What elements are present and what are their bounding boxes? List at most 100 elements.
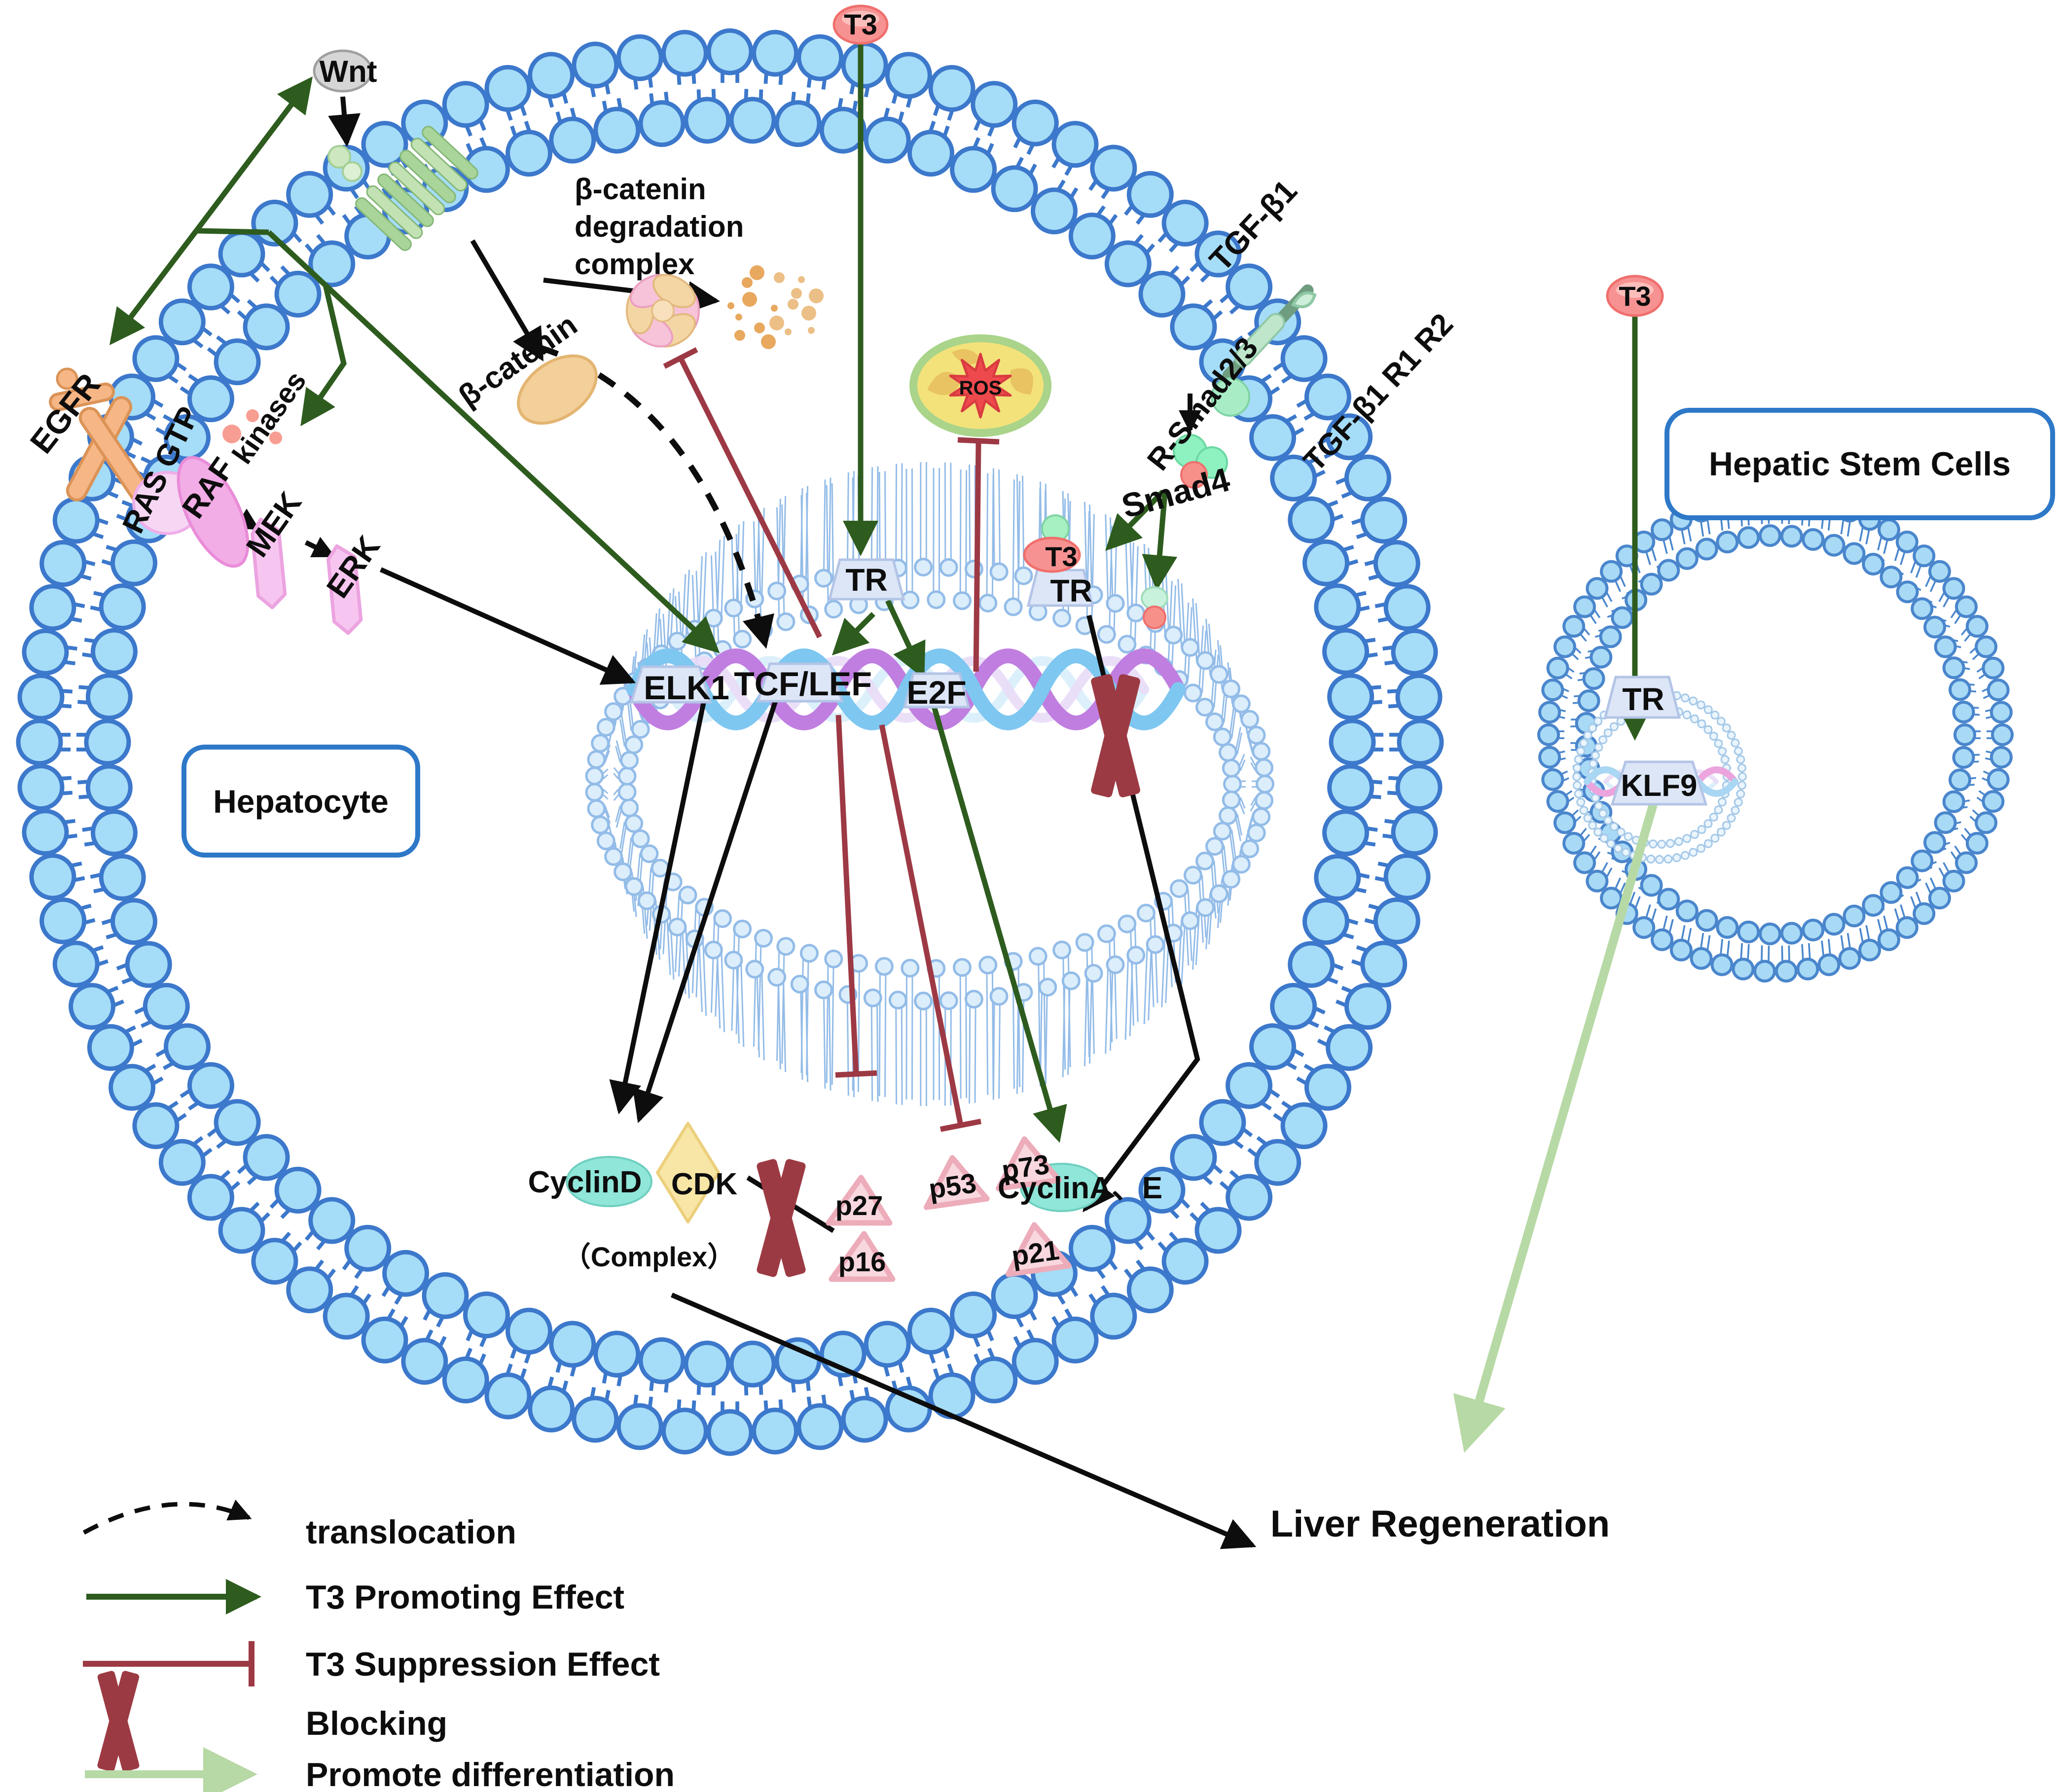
tbar-degradation	[663, 347, 698, 369]
ros-burst-icon	[949, 353, 1012, 419]
p21-label: p21	[1010, 1234, 1061, 1272]
cyclinae-label: CyclinA、E	[998, 1171, 1162, 1205]
t3-nuclear-label: T3	[1045, 541, 1077, 572]
tr-top-label: TR	[845, 562, 887, 598]
tf-trapezoids	[629, 558, 1708, 806]
arrow-to-egfr	[109, 229, 199, 345]
beta-catenin-icon	[517, 354, 598, 425]
elk1-label: ELK1	[644, 669, 729, 707]
t3-top-label: T3	[844, 9, 877, 41]
phosphate-dot	[269, 431, 282, 444]
stem-cells-box	[1664, 408, 2055, 520]
smad4-label: Smad4	[1118, 461, 1234, 525]
p21-triangle	[1005, 1222, 1072, 1277]
arrow-to-cyclin-ae	[928, 695, 1067, 1143]
cdk-inhibitor-triangles	[826, 1136, 1072, 1282]
elk1-trapezoid	[629, 665, 712, 704]
t3-ellipse-nuclear	[1023, 537, 1081, 573]
wnt-ligand-dot	[327, 145, 351, 169]
cdk-label: CDK	[671, 1167, 738, 1201]
legend	[82, 1500, 261, 1792]
p27-label: p27	[835, 1190, 883, 1221]
arrow-wnt-to-receptor	[328, 96, 361, 147]
arrow-complex-to-liver	[671, 1292, 1257, 1549]
arrow-smad4-to-membrane	[1142, 493, 1178, 591]
phosphate-dot	[222, 425, 241, 443]
tr-nuclear-label: TR	[1050, 573, 1092, 609]
erk-protein-icon	[326, 544, 363, 635]
cyclind-icon	[566, 1156, 652, 1207]
tbar-ros	[957, 437, 1000, 445]
tbar-p53	[940, 1118, 982, 1132]
hepatocyte-nuclear-membrane	[585, 462, 1274, 1106]
suppress-ros	[973, 441, 981, 672]
suppress-degradation-complex	[678, 357, 822, 639]
wnt-label: Wnt	[319, 55, 377, 89]
degradation-title-3: complex	[575, 248, 694, 281]
t3-stem-highlight	[1616, 282, 1654, 298]
tcf-lef-trapezoid	[756, 662, 844, 703]
arrow-receptor-to-bcatenin	[470, 239, 544, 361]
stem-cells-label: Hepatic Stem Cells	[1709, 445, 2011, 483]
p73-label: p73	[1000, 1148, 1051, 1186]
smad-docked-icon	[1141, 586, 1168, 629]
smad4-complex-icon	[1173, 434, 1228, 489]
p73-triangle	[995, 1136, 1062, 1191]
legend-x	[97, 1671, 140, 1772]
tgfb1-label: TGF-β1	[1202, 173, 1303, 278]
arrow-promote-differentiation	[1453, 803, 1658, 1453]
klf9-label: KLF9	[1621, 769, 1698, 803]
p27-triangle	[826, 1175, 893, 1226]
t3-stem-label: T3	[1619, 281, 1651, 312]
arrow-to-tcf-lef	[267, 230, 720, 653]
legend-label-suppression: T3 Suppression Effect	[306, 1646, 660, 1683]
t3-promoting-arrows	[109, 43, 1653, 1143]
cdk-diamond	[656, 1122, 720, 1223]
arrow-mek-to-erk	[304, 537, 336, 558]
hepatocyte-box	[181, 745, 420, 858]
tcf-lef-label: TCF/LEF	[734, 665, 872, 703]
legend-label-translocation: translocation	[306, 1513, 516, 1551]
e2f-label: E2F	[906, 674, 966, 711]
degradation-title-2: degradation	[575, 210, 744, 243]
blocking-marks	[757, 674, 1140, 1277]
e2f-trapezoid	[903, 672, 971, 709]
mek-protein-icon	[251, 517, 287, 609]
p53-triangle	[923, 1155, 990, 1210]
legend-label-differentiation: Promote differentiation	[306, 1756, 675, 1792]
tbar-p27	[835, 1070, 877, 1078]
t3-suppression-lines	[663, 347, 1000, 1132]
ros-label: ROS	[959, 377, 1002, 399]
degradation-complex-icon	[626, 274, 700, 348]
arrow-tr-to-dna	[832, 612, 875, 656]
tgf-receptor-icon	[1211, 284, 1317, 417]
p16-triangle	[829, 1231, 896, 1282]
ligands	[313, 4, 1664, 573]
arrow-elk1-to-cyclind	[609, 698, 707, 1114]
dna-double-helix	[626, 648, 1186, 730]
raf-protein-icon	[177, 456, 250, 568]
mitochondria-icon	[909, 334, 1051, 437]
tr-trapezoid-top	[828, 558, 905, 601]
arrow-tcf-to-cyclind	[632, 699, 778, 1123]
arrow-erk-to-elk1	[379, 567, 636, 685]
klf9-trapezoid	[1610, 760, 1708, 806]
hepatocyte-membrane	[16, 28, 1444, 1456]
t3-highlight	[842, 11, 879, 27]
legend-label-blocking: Blocking	[306, 1705, 447, 1742]
arrow-to-wnt	[194, 76, 313, 233]
p16-label: p16	[838, 1246, 886, 1277]
tr-stem-label: TR	[1622, 681, 1664, 717]
tr-trapezoid-stem	[1603, 676, 1681, 719]
arrow-tr-to-e2f	[885, 599, 926, 680]
hepatocyte-label: Hepatocyte	[213, 783, 389, 820]
wnt-receptor-icon	[355, 126, 478, 251]
liver-regeneration-label: Liver Regeneration	[1270, 1503, 1610, 1545]
arrow-smad4-to-tr	[1105, 490, 1165, 551]
phosphate-dot	[246, 409, 259, 422]
tgf-ligand-icon	[1291, 291, 1317, 308]
wnt-ellipse	[313, 49, 373, 93]
legend-dashed-arc	[82, 1500, 252, 1535]
